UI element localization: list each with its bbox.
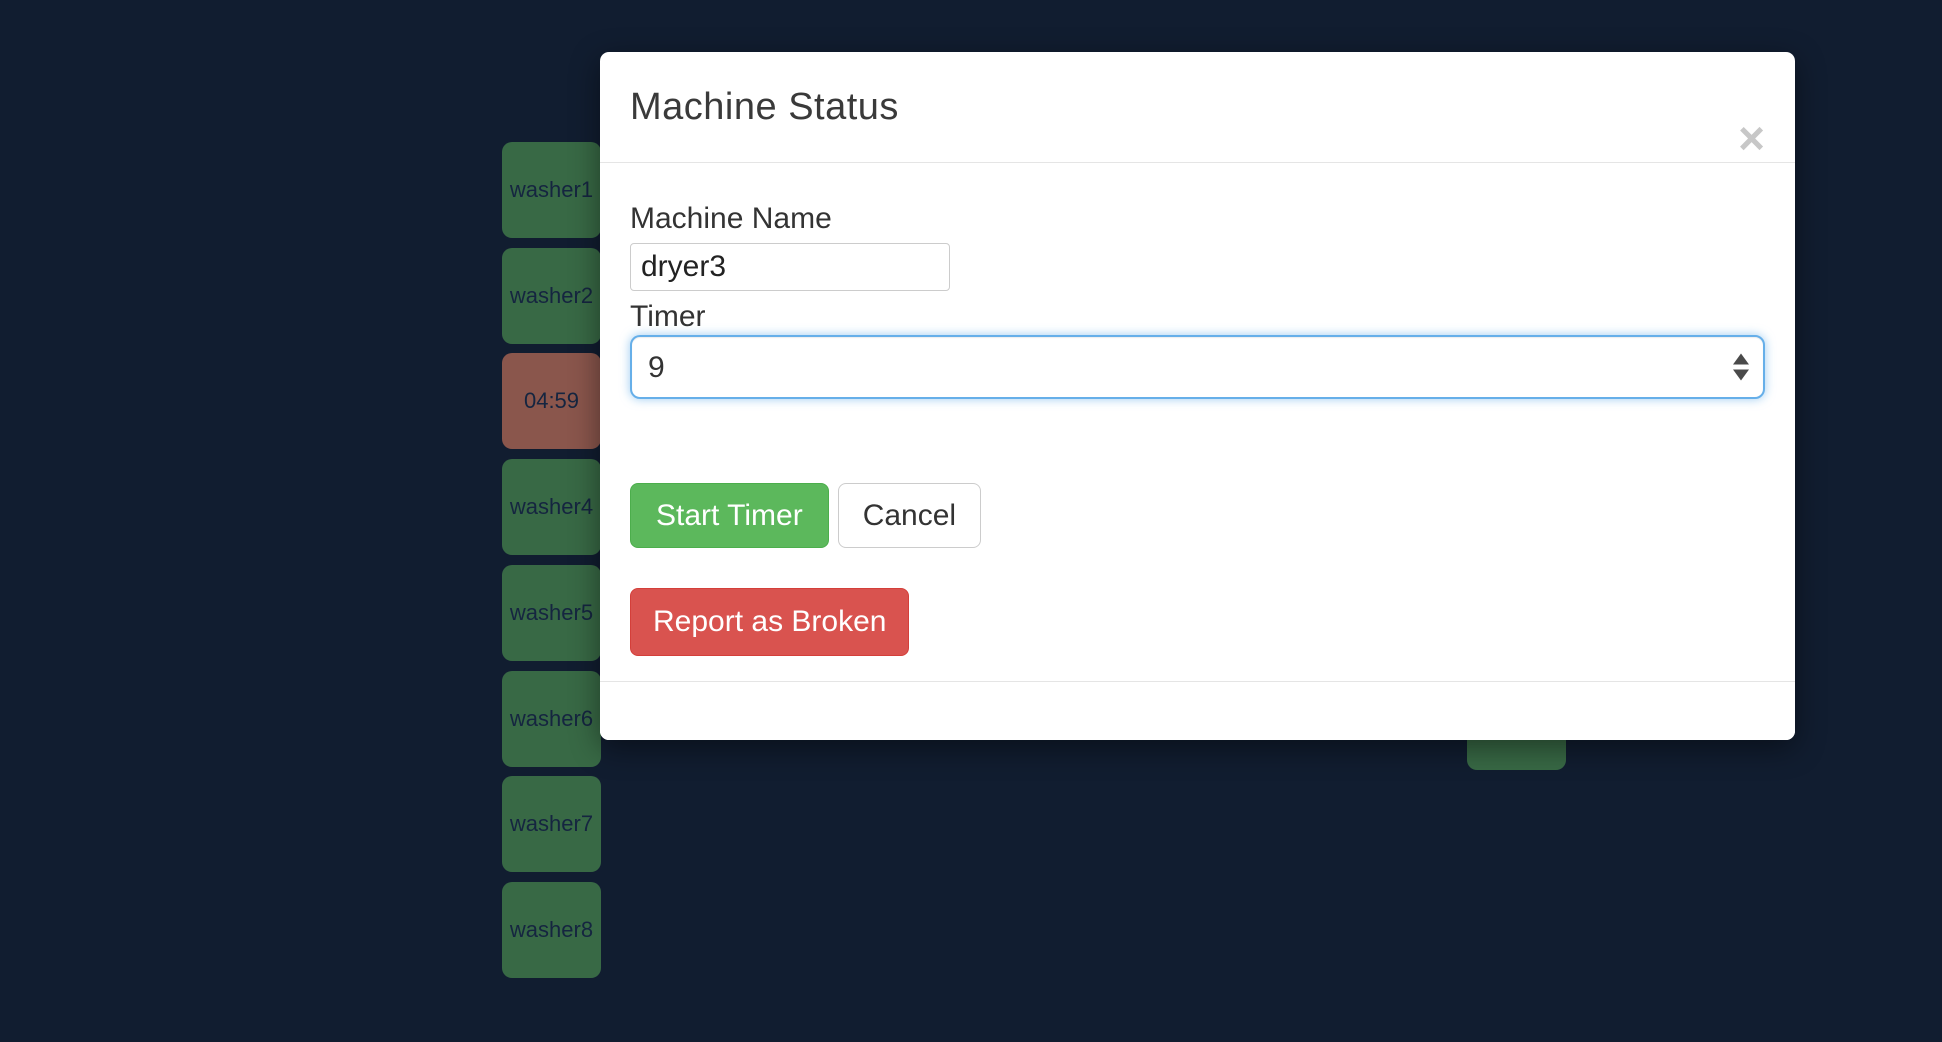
report-broken-button[interactable]: Report as Broken — [630, 588, 910, 656]
action-button-row: Start Timer Cancel — [630, 483, 1765, 548]
modal-body: Machine Name Timer 9 Start Timer Cancel … — [600, 163, 1795, 656]
start-timer-button[interactable]: Start Timer — [630, 483, 829, 548]
machine-button-5[interactable]: washer5 — [502, 565, 601, 661]
cancel-button[interactable]: Cancel — [837, 483, 982, 548]
machine-button-8[interactable]: washer8 — [502, 882, 601, 978]
modal-header: Machine Status × — [600, 52, 1795, 163]
timer-select[interactable]: 9 — [630, 335, 1765, 399]
timer-label: Timer — [630, 300, 706, 333]
modal-title: Machine Status — [630, 85, 899, 128]
machine-name-input[interactable] — [630, 243, 950, 291]
machine-button-3[interactable]: 04:59 — [502, 353, 601, 449]
machine-status-modal: Machine Status × Machine Name Timer 9 St… — [600, 52, 1795, 740]
close-icon[interactable]: × — [1738, 112, 1765, 164]
machine-button-7[interactable]: washer7 — [502, 776, 601, 872]
machine-name-label: Machine Name — [630, 202, 832, 235]
timer-select-wrap: 9 — [630, 335, 1765, 399]
machine-button-4[interactable]: washer4 — [502, 459, 601, 555]
machine-button-1[interactable]: washer1 — [502, 142, 601, 238]
machine-button-2[interactable]: washer2 — [502, 248, 601, 344]
modal-footer — [600, 681, 1795, 740]
machine-button-6[interactable]: washer6 — [502, 671, 601, 767]
